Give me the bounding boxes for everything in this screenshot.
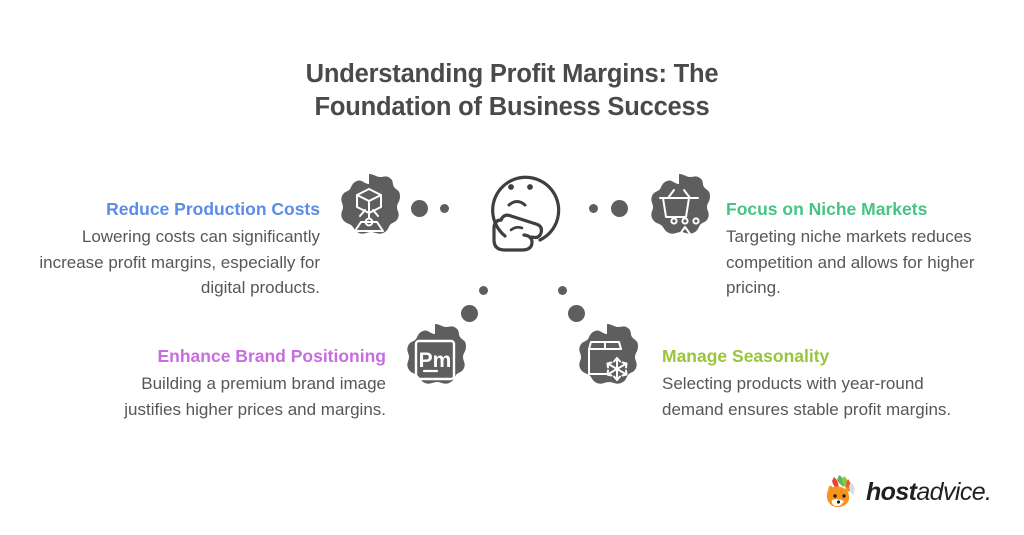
logo-word-host: host bbox=[866, 477, 917, 506]
block-heading: Focus on Niche Markets bbox=[726, 199, 928, 219]
connector-dot bbox=[411, 200, 428, 217]
block-body: Targeting niche markets reduces competit… bbox=[726, 227, 975, 297]
page-title: Understanding Profit Margins: The Founda… bbox=[305, 60, 719, 121]
connector-dot bbox=[479, 286, 488, 295]
pm-monogram-icon: Pm bbox=[397, 322, 473, 398]
block-body: Selecting products with year-round deman… bbox=[662, 374, 952, 419]
box-snowflake-icon bbox=[569, 322, 645, 398]
svg-text:Pm: Pm bbox=[419, 349, 452, 372]
connector-dot bbox=[589, 204, 598, 213]
hostadvice-logo[interactable]: hostadvice. bbox=[820, 474, 992, 510]
block-heading: Manage Seasonality bbox=[662, 346, 830, 366]
connector-dot bbox=[558, 286, 567, 295]
fox-mascot-icon bbox=[826, 475, 855, 508]
block-enhance-brand-positioning: Enhance Brand Positioning Building a pre… bbox=[86, 345, 386, 422]
block-focus-on-niche-markets: Focus on Niche Markets Targeting niche m… bbox=[726, 198, 1016, 301]
shopping-basket-target-icon bbox=[641, 172, 717, 248]
connector-dot bbox=[611, 200, 628, 217]
block-reduce-production-costs: Reduce Production Costs Lowering costs c… bbox=[18, 198, 320, 301]
logo-wordmark: hostadvice. bbox=[866, 477, 992, 507]
block-manage-seasonality: Manage Seasonality Selecting products wi… bbox=[662, 345, 962, 422]
connector-dot bbox=[440, 204, 449, 213]
cube-projection-icon bbox=[331, 172, 407, 248]
thinking-face-icon bbox=[478, 158, 570, 256]
block-heading: Reduce Production Costs bbox=[106, 199, 320, 219]
block-body: Lowering costs can significantly increas… bbox=[39, 227, 320, 297]
connector-dot bbox=[461, 305, 478, 322]
logo-word-advice: advice. bbox=[916, 477, 992, 506]
connector-dot bbox=[568, 305, 585, 322]
block-body: Building a premium brand image justifies… bbox=[124, 374, 386, 419]
block-heading: Enhance Brand Positioning bbox=[157, 346, 387, 366]
